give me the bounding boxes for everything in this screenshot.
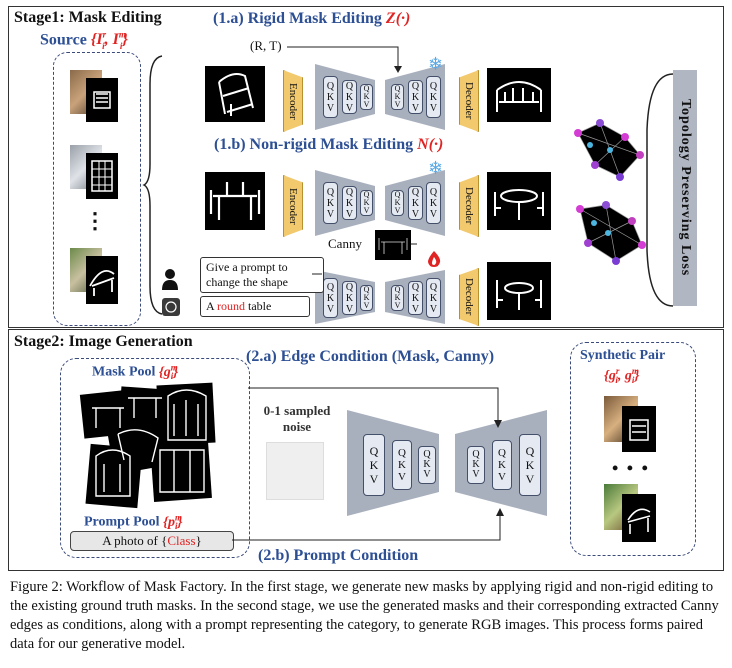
assistant-reply: A round table <box>200 296 310 317</box>
synthetic-mask-1 <box>622 406 656 452</box>
trainable-flame-icon <box>425 250 443 268</box>
source-mask-1-shape <box>93 91 111 109</box>
rigid-title: (1.a) Rigid Mask Editing Z(·) <box>213 10 411 27</box>
topology-graph-bottom <box>576 201 646 265</box>
rigid-input-shape <box>218 73 254 116</box>
synthetic-mask-2 <box>622 494 656 542</box>
nonrigid-output-shape <box>494 189 544 220</box>
canny-edge-image <box>375 230 411 260</box>
topology-loss-box: Topology Preserving Loss <box>673 70 697 306</box>
source-mask-2-shape <box>91 160 113 192</box>
prompt-arrow <box>312 273 322 275</box>
prompt-condition-arrow <box>232 508 504 541</box>
user-prompt: Give a prompt to change the shape <box>200 257 324 293</box>
canny-arrow <box>411 243 417 245</box>
frozen-icon-rigid: ❄ <box>428 54 444 74</box>
mask-pool-shapes <box>92 389 207 497</box>
edge-condition-arrow <box>248 387 502 428</box>
canny-edge-shape <box>378 238 408 254</box>
prompt-pool-label: Prompt Pool {pmi} <box>84 512 183 532</box>
nonrigid-title: (1.b) Non-rigid Mask Editing N(·) <box>214 136 444 153</box>
rigid-input-mask <box>205 66 265 122</box>
assistant-icon <box>162 298 180 316</box>
source-pool <box>53 52 141 326</box>
rigid-output-shape <box>496 81 542 112</box>
mask-pool-label: Mask Pool {gmi} <box>92 362 179 382</box>
nonrigid-input-mask <box>205 172 265 230</box>
frozen-icon-nonrigid: ❄ <box>428 158 444 178</box>
prompt-condition-title: (2.b) Prompt Condition <box>258 547 419 564</box>
rt-arrow <box>287 46 402 73</box>
synthetic-pair-label: Synthetic Pair <box>580 348 666 363</box>
stage1-title: Stage1: Mask Editing <box>14 9 162 26</box>
canny-label: Canny <box>328 236 362 251</box>
prompt-output-shape <box>496 280 542 310</box>
synthetic-pair-box <box>570 342 696 556</box>
synthetic-pair-math: {gri, gmi} <box>604 366 640 386</box>
synthetic-dots: • • • <box>612 458 650 478</box>
synthetic-mask-2-shape <box>627 508 651 534</box>
photo-prompt-box: A photo of {Class} <box>70 531 234 551</box>
source-mask-3-shape <box>89 270 115 296</box>
mask-pool-box <box>60 358 250 558</box>
topology-loss-label: Topology Preserving Loss <box>678 99 693 277</box>
brace-icon <box>142 55 163 315</box>
topology-graph-top <box>574 119 644 181</box>
stage2-title: Stage2: Image Generation <box>14 333 193 350</box>
nonrigid-encoder: Encoder <box>283 175 303 237</box>
noise-image <box>266 442 324 500</box>
source-label: Source {Iri, Imi} <box>40 30 128 51</box>
prompt-decoder: Decoder <box>459 268 479 326</box>
source-mask-1 <box>86 78 118 122</box>
user-icon <box>162 268 178 290</box>
figure-caption: Figure 2: Workflow of Mask Factory. In t… <box>10 579 719 652</box>
rigid-encoder: Encoder <box>283 70 303 132</box>
noise-label: 0-1 sampled noise <box>263 403 331 434</box>
rt-label: (R, T) <box>250 38 282 53</box>
source-ellipsis: ⋮ <box>84 208 106 233</box>
edge-condition-title: (2.a) Edge Condition (Mask, Canny) <box>246 348 495 365</box>
stage1-panel <box>8 6 724 328</box>
rigid-decoder: Decoder <box>459 70 479 132</box>
loss-bracket <box>646 73 674 307</box>
synthetic-mask-1-shape <box>629 419 649 441</box>
nonrigid-decoder: Decoder <box>459 175 479 237</box>
stage2-panel <box>8 329 724 571</box>
nonrigid-input-shape <box>209 182 261 220</box>
